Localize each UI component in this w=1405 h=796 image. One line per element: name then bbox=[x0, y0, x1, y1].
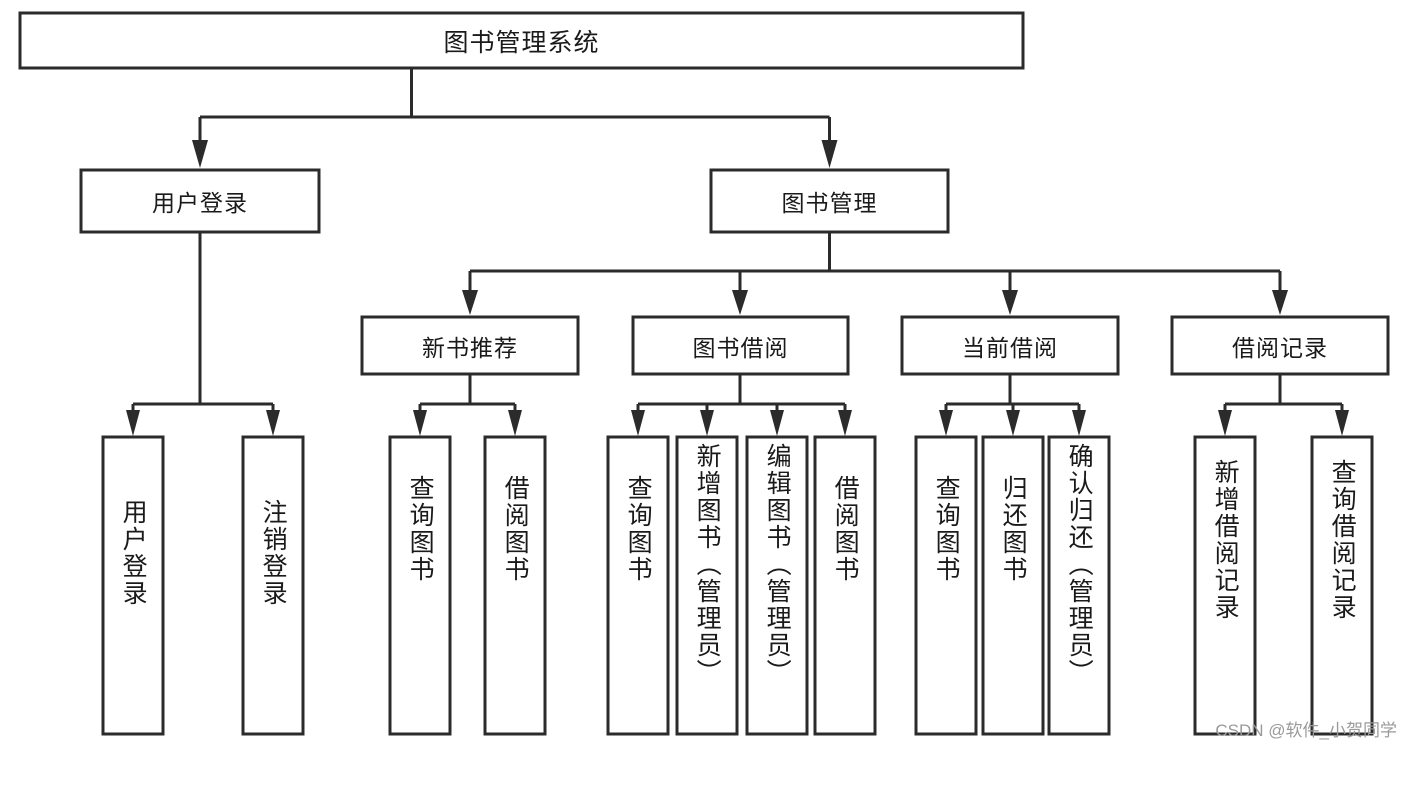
arrow-head-leaf-add-book bbox=[700, 410, 714, 436]
node-box-current-borrow[interactable] bbox=[900, 315, 1120, 376]
flowchart-canvas: 图书管理系统 用户登录 图书管理 新书推荐 图书借阅 当前借阅 借阅记录 用户登… bbox=[18, 11, 1397, 740]
node-box-user-login[interactable] bbox=[79, 168, 321, 234]
connector-group-new-book-rec bbox=[413, 374, 522, 436]
node-box-borrow-record[interactable] bbox=[1170, 315, 1390, 376]
node-box-leaf-logout[interactable] bbox=[241, 435, 305, 736]
arrow-head-book-borrow bbox=[732, 290, 748, 315]
node-box-leaf-query-book-2[interactable] bbox=[606, 435, 670, 736]
flowchart-svg bbox=[18, 11, 1390, 736]
arrow-head-leaf-user-login bbox=[126, 410, 140, 436]
arrow-head-leaf-logout bbox=[266, 410, 280, 436]
arrow-head-leaf-confirm-return bbox=[1072, 410, 1086, 436]
arrow-head-book-mgmt bbox=[821, 140, 838, 168]
node-box-leaf-edit-book-admin[interactable] bbox=[745, 435, 809, 736]
connector-group-user-login bbox=[126, 232, 280, 436]
arrow-head-leaf-borrow-book-2 bbox=[838, 410, 852, 436]
node-box-leaf-query-book-3[interactable] bbox=[914, 435, 978, 736]
connector-group-book-borrow bbox=[631, 374, 852, 436]
node-box-leaf-return-book[interactable] bbox=[981, 435, 1045, 736]
arrow-head-leaf-borrow-book-1 bbox=[508, 410, 522, 436]
arrow-head-leaf-query-record bbox=[1335, 410, 1349, 436]
node-box-leaf-add-book-admin[interactable] bbox=[675, 435, 739, 736]
node-box-leaf-query-book-1[interactable] bbox=[388, 435, 452, 736]
arrow-head-leaf-query-book-3 bbox=[939, 410, 953, 436]
node-box-book-borrow[interactable] bbox=[631, 315, 850, 376]
connector-group-current-borrow bbox=[939, 374, 1086, 436]
node-box-leaf-borrow-book-2[interactable] bbox=[813, 435, 877, 736]
arrow-head-user-login bbox=[192, 140, 208, 168]
node-box-leaf-query-borrow-record[interactable] bbox=[1310, 435, 1374, 736]
arrow-head-new-book-rec bbox=[462, 290, 478, 315]
node-box-leaf-confirm-return-admin[interactable] bbox=[1047, 435, 1111, 736]
node-box-leaf-add-borrow-record[interactable] bbox=[1193, 435, 1257, 736]
arrow-head-leaf-edit-book bbox=[770, 410, 784, 436]
node-box-root[interactable] bbox=[18, 11, 1025, 70]
node-box-leaf-borrow-book-1[interactable] bbox=[483, 435, 547, 736]
arrow-head-current-borrow bbox=[1002, 290, 1018, 315]
connector-group-borrow-record bbox=[1218, 374, 1349, 436]
connector-group-book-mgmt bbox=[462, 232, 1288, 315]
node-box-new-book-recommend[interactable] bbox=[360, 315, 580, 376]
arrow-head-leaf-query-book-2 bbox=[631, 410, 645, 436]
arrow-head-leaf-query-book-1 bbox=[413, 410, 427, 436]
arrow-head-borrow-record bbox=[1272, 290, 1288, 315]
arrow-head-leaf-return-book bbox=[1006, 410, 1020, 436]
node-box-book-management[interactable] bbox=[709, 168, 950, 234]
arrow-head-leaf-add-record bbox=[1218, 410, 1232, 436]
connector-group-root bbox=[192, 68, 838, 168]
node-box-leaf-user-login[interactable] bbox=[101, 435, 165, 736]
